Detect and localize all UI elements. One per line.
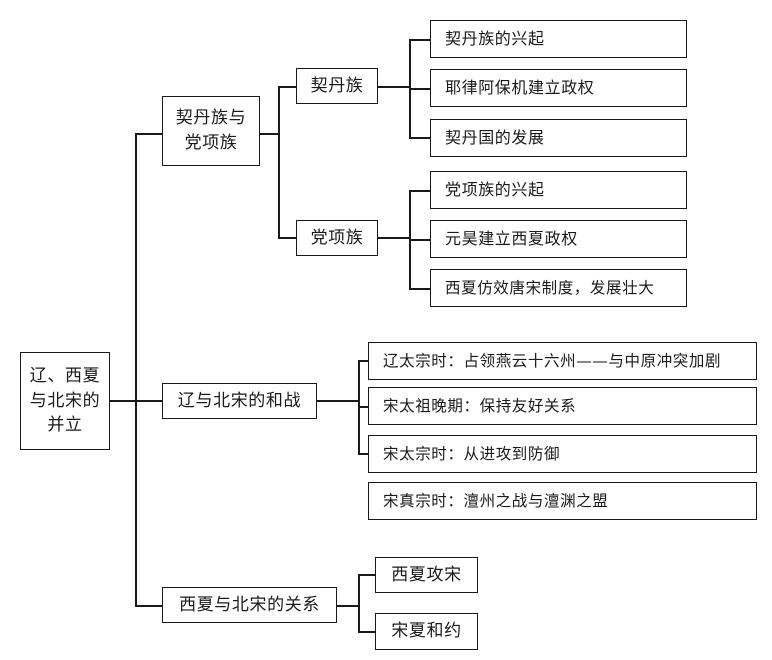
leaf-node-dangxiang-3[interactable]: 西夏仿效唐宋制度，发展壮大 <box>430 269 687 307</box>
root-line-1: 辽、西夏 <box>29 366 101 387</box>
leaf-node-qidan-2-label: 耶律阿保机建立政权 <box>445 78 595 98</box>
connector-branch-2-leaf-1 <box>358 360 369 362</box>
branch-node-liao-beisong[interactable]: 辽与北宋的和战 <box>162 383 317 419</box>
leaf-node-qidan-1-label: 契丹族的兴起 <box>445 29 545 49</box>
connector-qidan-leaf-1 <box>409 39 431 41</box>
connector-branch-1-out <box>260 133 279 135</box>
branch-1-label: 契丹族与 党项族 <box>165 106 257 155</box>
sub-node-dangxiang[interactable]: 党项族 <box>296 220 378 256</box>
leaf-node-liao-3[interactable]: 宋太宗时：从进攻到防御 <box>368 435 757 473</box>
root-line-2: 与北宋的 <box>29 390 101 411</box>
leaf-node-xixia-2-label: 宋夏和约 <box>391 621 462 642</box>
leaf-node-qidan-3[interactable]: 契丹国的发展 <box>430 119 687 157</box>
leaf-node-dangxiang-2[interactable]: 元昊建立西夏政权 <box>430 220 687 258</box>
connector-dangxiang-out <box>378 237 410 239</box>
sub-node-dangxiang-label: 党项族 <box>310 227 364 248</box>
leaf-node-liao-3-label: 宋太宗时：从进攻到防御 <box>383 444 561 463</box>
branch-1-line-2: 党项族 <box>184 133 238 153</box>
root-node[interactable]: 辽、西夏 与北宋的 并立 <box>20 352 110 450</box>
connector-branch-3-leaf-1 <box>358 574 376 576</box>
leaf-node-qidan-1[interactable]: 契丹族的兴起 <box>430 20 687 58</box>
connector-branch-3-out <box>337 605 359 607</box>
root-line-3: 并立 <box>47 415 83 436</box>
leaf-node-dangxiang-1-label: 党项族的兴起 <box>445 180 545 200</box>
leaf-node-liao-4[interactable]: 宋真宗时：澶州之战与澶渊之盟 <box>368 482 757 520</box>
leaf-node-liao-1[interactable]: 辽太宗时：占领燕云十六州——与中原冲突加剧 <box>368 342 757 380</box>
connector-spine-to-branch-1 <box>135 133 163 135</box>
connector-dangxiang-leaf-1 <box>409 190 431 192</box>
leaf-node-xixia-1-label: 西夏攻宋 <box>391 564 462 585</box>
branch-node-xixia-beisong[interactable]: 西夏与北宋的关系 <box>162 587 337 623</box>
leaf-node-dangxiang-1[interactable]: 党项族的兴起 <box>430 171 687 209</box>
sub-node-qidan[interactable]: 契丹族 <box>296 68 378 104</box>
connector-spine-to-branch-2 <box>135 400 163 402</box>
leaf-node-dangxiang-3-label: 西夏仿效唐宋制度，发展壮大 <box>445 278 655 297</box>
connector-branch-2-leaf-2 <box>358 406 369 408</box>
connector-branch-3-leaf-2 <box>358 631 376 633</box>
leaf-node-xixia-2[interactable]: 宋夏和约 <box>375 613 478 650</box>
branch-node-qidan-dangxiang[interactable]: 契丹族与 党项族 <box>162 96 260 166</box>
sub-spine-branch-1 <box>278 86 280 238</box>
connector-qidan-leaf-3 <box>409 137 431 139</box>
leaf-spine-branch-3 <box>358 574 360 632</box>
connector-dangxiang-leaf-3 <box>409 288 431 290</box>
connector-subspine-to-qidan <box>278 86 297 88</box>
branch-1-line-1: 契丹族与 <box>175 108 247 129</box>
connector-spine-to-branch-3 <box>135 605 163 607</box>
leaf-node-xixia-1[interactable]: 西夏攻宋 <box>375 557 478 593</box>
branch-3-label: 西夏与北宋的关系 <box>179 594 320 615</box>
connector-root-to-spine <box>110 400 136 402</box>
connector-dangxiang-leaf-2 <box>409 239 431 241</box>
connector-branch-2-leaf-3 <box>358 453 369 455</box>
branch-2-label: 辽与北宋的和战 <box>177 390 302 411</box>
sub-node-qidan-label: 契丹族 <box>310 75 364 96</box>
main-spine <box>135 133 137 606</box>
root-node-label: 辽、西夏 与北宋的 并立 <box>23 364 107 438</box>
connector-branch-2-out <box>317 400 359 402</box>
leaf-node-dangxiang-2-label: 元昊建立西夏政权 <box>445 229 578 249</box>
leaf-node-qidan-3-label: 契丹国的发展 <box>445 128 545 148</box>
connector-subspine-to-dangxiang <box>278 237 297 239</box>
leaf-node-qidan-2[interactable]: 耶律阿保机建立政权 <box>430 69 687 107</box>
connector-qidan-leaf-2 <box>409 88 431 90</box>
leaf-node-liao-2[interactable]: 宋太祖晚期：保持友好关系 <box>368 387 757 425</box>
connector-qidan-out <box>378 86 410 88</box>
leaf-node-liao-2-label: 宋太祖晚期：保持友好关系 <box>383 396 577 415</box>
leaf-node-liao-4-label: 宋真宗时：澶州之战与澶渊之盟 <box>383 491 609 510</box>
leaf-node-liao-1-label: 辽太宗时：占领燕云十六州——与中原冲突加剧 <box>383 351 722 370</box>
